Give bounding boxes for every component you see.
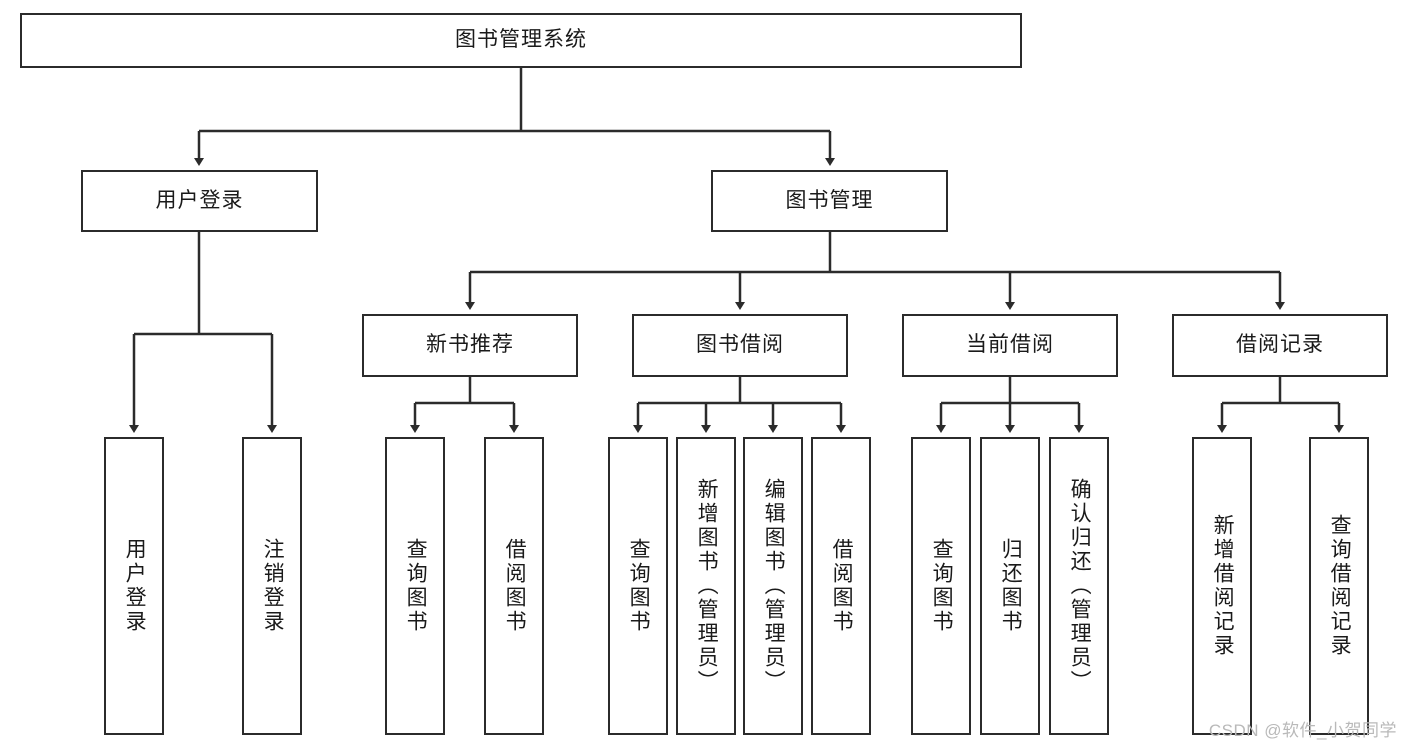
node-label: 图书借阅 xyxy=(696,333,784,357)
node-label: 查询图书 xyxy=(404,538,428,634)
node-label: 当前借阅 xyxy=(966,333,1054,357)
node-label: 查询图书 xyxy=(930,538,954,634)
node-new-book-recommend[interactable]: 新书推荐 xyxy=(362,314,578,377)
leaf-borrow-edit-book-admin[interactable]: 编辑图书（管理员） xyxy=(743,437,803,735)
node-current-borrow[interactable]: 当前借阅 xyxy=(902,314,1118,377)
node-book-management[interactable]: 图书管理 xyxy=(711,170,948,232)
leaf-user-login-signout[interactable]: 注销登录 xyxy=(242,437,302,735)
node-label: 用户登录 xyxy=(123,538,147,634)
leaf-recommend-borrow-book[interactable]: 借阅图书 xyxy=(484,437,544,735)
node-borrow-record[interactable]: 借阅记录 xyxy=(1172,314,1388,377)
node-label: 归还图书 xyxy=(999,538,1023,634)
node-label: 借阅记录 xyxy=(1236,333,1324,357)
leaf-borrow-query-book[interactable]: 查询图书 xyxy=(608,437,668,735)
leaf-current-confirm-return-admin[interactable]: 确认归还（管理员） xyxy=(1049,437,1109,735)
node-book-borrow[interactable]: 图书借阅 xyxy=(632,314,848,377)
node-label: 注销登录 xyxy=(261,538,285,634)
node-user-login[interactable]: 用户登录 xyxy=(81,170,318,232)
watermark-text: CSDN @软件_小贺同学 xyxy=(1208,721,1397,740)
node-root-book-management-system[interactable]: 图书管理系统 xyxy=(20,13,1022,68)
leaf-user-login-signin[interactable]: 用户登录 xyxy=(104,437,164,735)
node-label: 新增借阅记录 xyxy=(1211,514,1235,658)
leaf-record-add-borrow-record[interactable]: 新增借阅记录 xyxy=(1192,437,1252,735)
node-label: 用户登录 xyxy=(155,188,244,212)
leaf-borrow-borrow-book[interactable]: 借阅图书 xyxy=(811,437,871,735)
leaf-current-return-book[interactable]: 归还图书 xyxy=(980,437,1040,735)
leaf-current-query-book[interactable]: 查询图书 xyxy=(911,437,971,735)
node-label: 图书管理 xyxy=(785,188,874,212)
leaf-borrow-add-book-admin[interactable]: 新增图书（管理员） xyxy=(676,437,736,735)
node-label: 编辑图书（管理员） xyxy=(762,478,786,694)
node-label: 借阅图书 xyxy=(503,538,527,634)
node-label: 借阅图书 xyxy=(830,538,854,634)
node-label: 确认归还（管理员） xyxy=(1068,478,1092,694)
node-label: 新增图书（管理员） xyxy=(695,478,719,694)
node-label: 查询借阅记录 xyxy=(1328,514,1352,658)
node-label: 新书推荐 xyxy=(426,333,514,357)
node-label: 图书管理系统 xyxy=(455,28,587,52)
node-label: 查询图书 xyxy=(627,538,651,634)
leaf-recommend-query-book[interactable]: 查询图书 xyxy=(385,437,445,735)
leaf-record-query-borrow-record[interactable]: 查询借阅记录 xyxy=(1309,437,1369,735)
